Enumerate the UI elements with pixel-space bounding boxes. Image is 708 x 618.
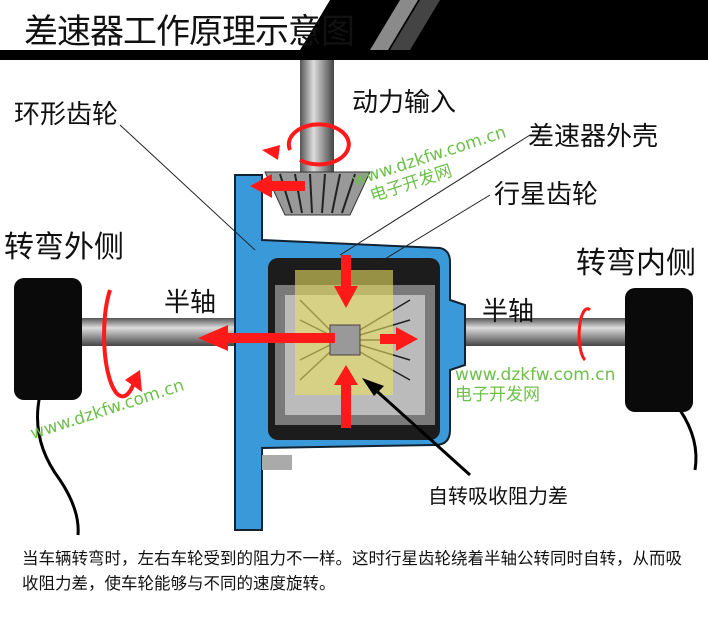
right-half-shaft (455, 318, 630, 346)
label-half-shaft-left: 半轴 (164, 288, 217, 318)
pointer-arrow (368, 383, 472, 477)
rotation-arrow-left-wheel (102, 289, 137, 399)
label-power-input: 动力输入 (352, 88, 457, 118)
rotation-arrowhead (262, 145, 280, 160)
right-wheel (625, 288, 693, 412)
label-planet-gear: 行星齿轮 (494, 180, 599, 210)
label-housing: 差速器外壳 (528, 122, 659, 152)
label-half-shaft-right: 半轴 (482, 297, 535, 327)
header-stripe (390, 0, 440, 50)
pointer-arrowhead (362, 378, 384, 396)
page-title: 差速器工作原理示意图 (24, 12, 355, 52)
cable (678, 409, 698, 471)
watermark-name: 电子开发网 (455, 385, 540, 405)
leader-lines (119, 124, 531, 266)
cable (36, 394, 80, 536)
header-bar (0, 50, 708, 60)
pinion-teeth (279, 173, 356, 214)
label-outer-turn: 转弯外侧 (4, 230, 124, 265)
label-inner-turn: 转弯内侧 (576, 246, 696, 281)
watermark-url: www.dzkfw.com.cn (455, 365, 616, 385)
left-wheel (14, 278, 82, 400)
watermark: www.dzkfw.com.cn 电子开发网 (455, 365, 615, 405)
rotation-arrowhead (125, 370, 142, 392)
rotation-arrow-input (286, 122, 351, 167)
lower-gear-stub (262, 455, 292, 470)
label-ring-gear: 环形齿轮 (14, 100, 119, 130)
force-arrows (198, 174, 418, 428)
caption: 当车辆转弯时，左右车轮受到的阻力不一样。这时行星齿轮绕着半轴公转同时自转，从而吸… (22, 549, 682, 593)
header-dark-band (300, 0, 708, 50)
header-stripe (370, 0, 418, 50)
label-self-rotation: 自转吸收阻力差 (428, 484, 568, 508)
rotation-arrow-right-wheel (577, 307, 592, 362)
